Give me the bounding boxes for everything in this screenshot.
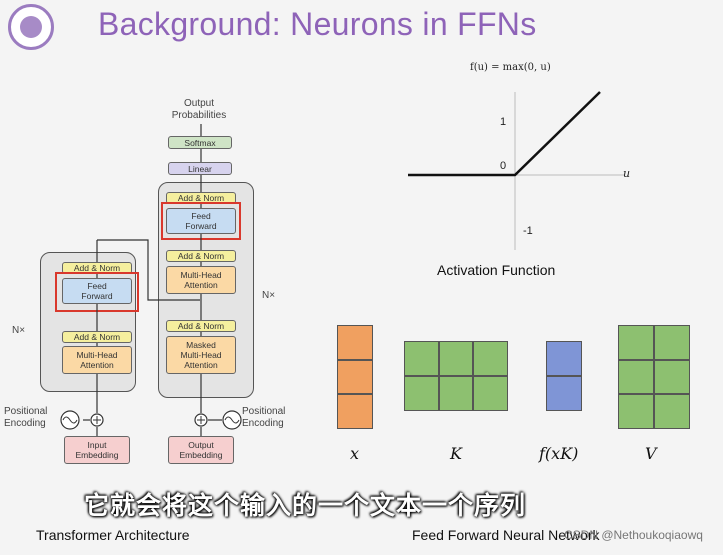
decoder-nx-label: N× (262, 290, 276, 301)
relu-formula: f(u) = max(0, u) (470, 62, 551, 73)
decoder-multi-head-attention: Multi-Head Attention (166, 266, 236, 294)
logo-emblem-icon (20, 16, 42, 38)
decoder-masked-attention: Masked Multi-Head Attention (166, 336, 236, 374)
transformer-caption: Transformer Architecture (36, 527, 190, 543)
encoder-feed-forward: Feed Forward (62, 278, 132, 304)
relu-tick-0: 0 (500, 160, 507, 172)
k-matrix (404, 341, 508, 411)
encoder-positional-encoding-label: Positional Encoding (4, 406, 48, 429)
activation-caption: Activation Function (437, 262, 556, 278)
fxk-vector (546, 341, 582, 411)
decoder-add-norm-1: Add & Norm (166, 320, 236, 332)
encoder-multi-head-attention: Multi-Head Attention (62, 346, 132, 374)
decoder-positional-encoding-label: Positional Encoding (242, 406, 286, 429)
relu-tick-neg1: -1 (523, 225, 533, 237)
ffn-caption: Feed Forward Neural Network (412, 527, 600, 543)
k-label: K (450, 444, 462, 463)
relu-axis-u: u (623, 167, 631, 180)
watermark: CSDN @Nethoukoqiaowq (564, 528, 703, 542)
encoder-nx-label: N× (12, 325, 26, 336)
v-label: V (645, 444, 657, 463)
relu-tick-1: 1 (500, 116, 507, 128)
video-subtitle: 它就会将这个输入的一个文本一个序列 (84, 492, 527, 520)
decoder-feed-forward: Feed Forward (166, 208, 236, 234)
x-label: x (350, 444, 360, 463)
encoder-add-norm-1: Add & Norm (62, 331, 132, 343)
output-embedding-block: Output Embedding (168, 436, 234, 464)
x-vector (337, 325, 373, 429)
decoder-add-norm-2: Add & Norm (166, 250, 236, 262)
input-embedding-block: Input Embedding (64, 436, 130, 464)
output-probabilities-label: Output Probabilities (171, 98, 227, 121)
university-logo (8, 4, 54, 50)
fxk-label: f(xK) (539, 444, 579, 463)
v-matrix (618, 325, 690, 429)
softmax-block: Softmax (168, 136, 232, 149)
slide-title: Background: Neurons in FFNs (98, 6, 537, 42)
linear-block: Linear (168, 162, 232, 175)
